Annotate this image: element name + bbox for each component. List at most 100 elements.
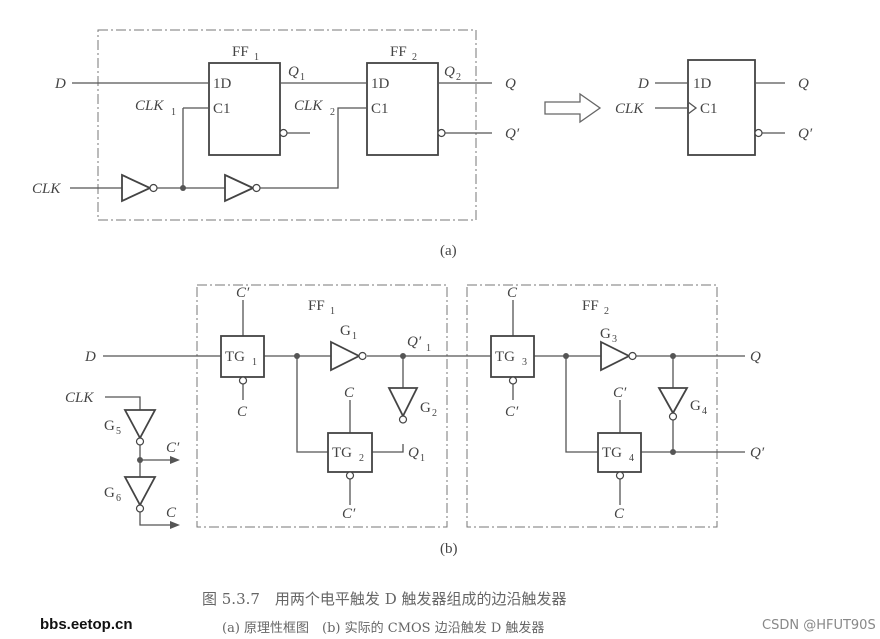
g1-bubble: [358, 351, 367, 361]
tg4-bubble: [615, 471, 625, 480]
tg4-bottom-control: C: [614, 506, 625, 522]
q-output-label: Q: [750, 349, 761, 365]
tg2-top-control: C: [344, 385, 355, 401]
symbol-clk-label: CLK: [615, 101, 644, 117]
q1-label: Q: [408, 445, 419, 461]
tg1-bottom-control: C: [237, 404, 248, 420]
symbol-qbar-label: Q′: [798, 126, 813, 142]
g3-bubble: [628, 351, 637, 361]
clk1-label: CLK: [135, 98, 164, 114]
symbol-wires: [655, 82, 785, 134]
clk-input-label: CLK: [65, 390, 94, 406]
g6-bubble: [135, 504, 145, 513]
symbol-qbar-bubble: [754, 128, 763, 138]
ff1-pin-1d: 1D: [213, 76, 232, 92]
q1-label-sub: 1: [420, 453, 425, 464]
ff2-label-sub: 2: [412, 52, 417, 63]
g6-label: G: [104, 485, 115, 501]
clk1-label-sub: 1: [171, 107, 176, 118]
ff2-qbar-bubble: [437, 128, 446, 138]
g4-label: G: [690, 398, 701, 414]
dashed-boundary: [97, 29, 477, 221]
symbol-pin-c1: C1: [700, 101, 718, 117]
g4-label-sub: 4: [702, 406, 707, 417]
wires: [70, 82, 492, 189]
ff2-label: FF: [390, 44, 407, 60]
ff1-dashed-boundary: [196, 284, 448, 528]
g1-label-sub: 1: [352, 331, 357, 342]
ff1-label-sub: 1: [254, 52, 259, 63]
g6-inverter: [123, 476, 157, 507]
tg1-top-control: C′: [236, 285, 250, 301]
g4-inverter: [657, 387, 689, 415]
tg4-label: TG: [602, 445, 622, 461]
tg4-label-sub: 4: [629, 453, 634, 464]
ff2-label-sub: 2: [604, 306, 609, 317]
junction-dot: [137, 457, 143, 463]
g4-bubble: [668, 412, 678, 421]
q1-prime-label: Q′: [407, 334, 422, 350]
clk2-label-sub: 2: [330, 107, 335, 118]
q1-label: Q: [288, 64, 299, 80]
panel-b: D CLK FF 1 FF 2 TG 1 C′ C TG 2 C C′ TG 3…: [65, 284, 765, 557]
panel-a: FF 1 FF 2 1D C1 1D C1 D CLK CLK 1 CLK 2 …: [32, 29, 813, 259]
csdn-credit: CSDN @HFUT90S: [762, 618, 876, 633]
tg1-bubble: [238, 376, 248, 385]
tg2-block: [327, 432, 373, 473]
tg2-label: TG: [332, 445, 352, 461]
c-prime-output-label: C′: [166, 440, 180, 456]
ff1-label: FF: [308, 298, 325, 314]
symbol-pin-1d: 1D: [693, 76, 712, 92]
tg3-bottom-control: C′: [505, 404, 519, 420]
q-output-label: Q: [505, 76, 516, 92]
tg2-label-sub: 2: [359, 453, 364, 464]
tg1-label-sub: 1: [252, 357, 257, 368]
ff2-dashed-boundary: [466, 284, 718, 528]
junction-dot: [670, 353, 676, 359]
tg4-top-control: C′: [613, 385, 627, 401]
tg3-bubble: [508, 376, 518, 385]
ff1-pin-c1: C1: [213, 101, 231, 117]
g5-bubble: [135, 437, 145, 446]
g3-label: G: [600, 326, 611, 342]
clk2-label: CLK: [294, 98, 323, 114]
ff2-pin-c1: C1: [371, 101, 389, 117]
g1-label: G: [340, 323, 351, 339]
ff2-pin-1d: 1D: [371, 76, 390, 92]
tg2-bubble: [345, 471, 355, 480]
g2-label-sub: 2: [432, 408, 437, 419]
clk-input-label: CLK: [32, 181, 61, 197]
qbar-output-label: Q′: [505, 126, 520, 142]
g2-bubble: [398, 415, 408, 424]
figure-caption-title: 图 5.3.7 用两个电平触发 D 触发器组成的边沿触发器: [202, 590, 567, 608]
g2-label: G: [420, 400, 431, 416]
junction-dot: [400, 353, 406, 359]
junction-dot: [670, 449, 676, 455]
g3-inverter: [600, 340, 632, 372]
dff-symbol-block: [687, 59, 756, 156]
figure-caption-subtitle: (a) 原理性框图 (b) 实际的 CMOS 边沿触发 D 触发器: [222, 621, 545, 636]
qbar-output-label: Q′: [750, 445, 765, 461]
q1-prime-label-sub: 1: [426, 343, 431, 354]
tg2-bottom-control: C′: [342, 506, 356, 522]
tg3-top-control: C: [507, 285, 518, 301]
panel-b-label: (b): [440, 541, 458, 557]
g1-inverter: [330, 340, 362, 372]
arrowheads: [170, 456, 180, 529]
inverter-2-bubble: [252, 183, 261, 193]
junction-dot: [563, 353, 569, 359]
tg3-block: [490, 335, 535, 378]
ff1-block: [208, 62, 281, 156]
symbol-d-label: D: [637, 76, 649, 92]
g3-label-sub: 3: [612, 334, 617, 345]
inverter-1: [121, 173, 153, 203]
equivalent-arrow-icon: [544, 92, 602, 124]
q2-label-sub: 2: [456, 72, 461, 83]
ff1-label-sub: 1: [330, 306, 335, 317]
q1-label-sub: 1: [300, 72, 305, 83]
tg4-block: [597, 432, 642, 473]
inverter-2: [224, 173, 256, 203]
tg1-label: TG: [225, 349, 245, 365]
ff1-qbar-bubble: [279, 128, 288, 138]
